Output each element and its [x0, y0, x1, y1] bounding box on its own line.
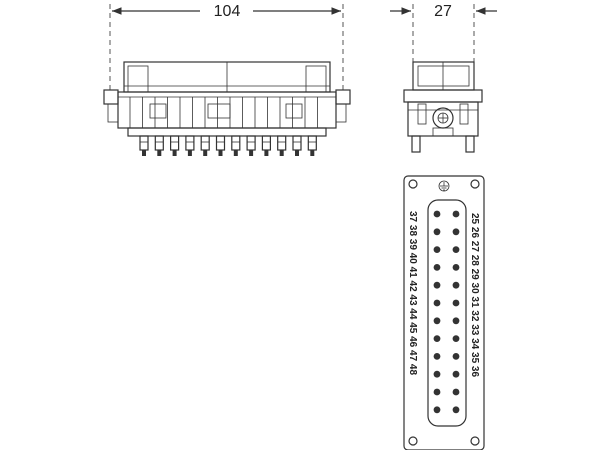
pin-labels-left: 37 38 39 40 41 42 43 44 45 46 47 48: [407, 211, 418, 375]
face-contact-field: [427, 199, 467, 427]
front-terminal: [139, 135, 149, 156]
pin-contact: [452, 317, 460, 325]
front-terminal: [292, 135, 302, 156]
mount-hole-bottom-left: [408, 436, 418, 446]
side-foot-left: [411, 135, 421, 153]
pin-contact: [452, 299, 460, 307]
dimension-104-label: 104: [214, 3, 241, 20]
front-terminal: [307, 135, 317, 156]
pin-contact: [433, 317, 441, 325]
face-pins: [433, 210, 460, 414]
side-foot-right: [465, 135, 475, 153]
pin-contact: [452, 370, 460, 378]
pin-contact: [433, 299, 441, 307]
front-terminal: [246, 135, 256, 156]
pin-contact: [433, 210, 441, 218]
pin-contact: [452, 335, 460, 342]
front-terminal: [170, 135, 180, 156]
pin-contact: [433, 246, 441, 254]
front-terminal: [231, 135, 241, 156]
pin-contact: [452, 246, 460, 254]
front-bottom-strip: [127, 127, 327, 137]
front-flange-right: [335, 89, 351, 105]
mount-hole-top-right: [470, 179, 480, 189]
connector-side-view: [403, 61, 483, 153]
front-insert-center: [207, 103, 231, 119]
pin-contact: [433, 335, 441, 342]
ground-symbol-icon: [438, 180, 450, 192]
side-flange: [403, 89, 483, 103]
front-terminal: [200, 135, 210, 156]
front-flange-left: [103, 89, 119, 105]
front-latch-left: [107, 103, 119, 123]
pin-contact: [433, 281, 441, 289]
front-ribs: [129, 97, 318, 128]
dimension-104: 104: [109, 3, 344, 90]
side-latch-right: [459, 103, 469, 125]
pin-contact: [433, 353, 441, 360]
front-terminals: [139, 135, 317, 156]
pin-contact: [452, 406, 460, 414]
pin-contact: [452, 281, 460, 289]
front-terminal: [215, 135, 226, 156]
pin-contact: [452, 388, 460, 396]
pin-contact: [433, 388, 441, 396]
pin-contact: [452, 210, 460, 218]
front-terminal: [185, 135, 195, 156]
pin-contact: [433, 228, 441, 236]
pin-contact: [452, 228, 460, 236]
front-insert-right: [285, 103, 303, 119]
pin-contact: [433, 264, 441, 271]
dimension-27: 27: [390, 3, 497, 90]
mount-hole-top-left: [408, 179, 418, 189]
side-latch-left: [417, 103, 427, 125]
mount-hole-bottom-right: [470, 436, 480, 446]
side-top-recess: [417, 65, 470, 87]
face-outer-frame: [403, 175, 485, 450]
front-terminal: [154, 135, 164, 156]
pin-labels-right: 25 26 27 28 29 30 31 32 33 34 35 36: [469, 213, 480, 377]
connector-front-view: [103, 61, 351, 156]
front-terminal: [261, 135, 271, 156]
side-screw-base: [432, 127, 454, 137]
pin-contact: [452, 353, 460, 360]
front-top-slot-left: [127, 65, 149, 93]
front-terminal: [277, 135, 287, 156]
front-top-slot-right: [305, 65, 327, 93]
front-latch-right: [335, 103, 347, 123]
front-insert-left: [149, 103, 167, 119]
pin-contact: [433, 370, 441, 378]
connector-face-view: [403, 175, 485, 450]
pin-contact: [452, 264, 460, 271]
dimension-27-label: 27: [434, 3, 452, 20]
pin-contact: [433, 406, 441, 414]
